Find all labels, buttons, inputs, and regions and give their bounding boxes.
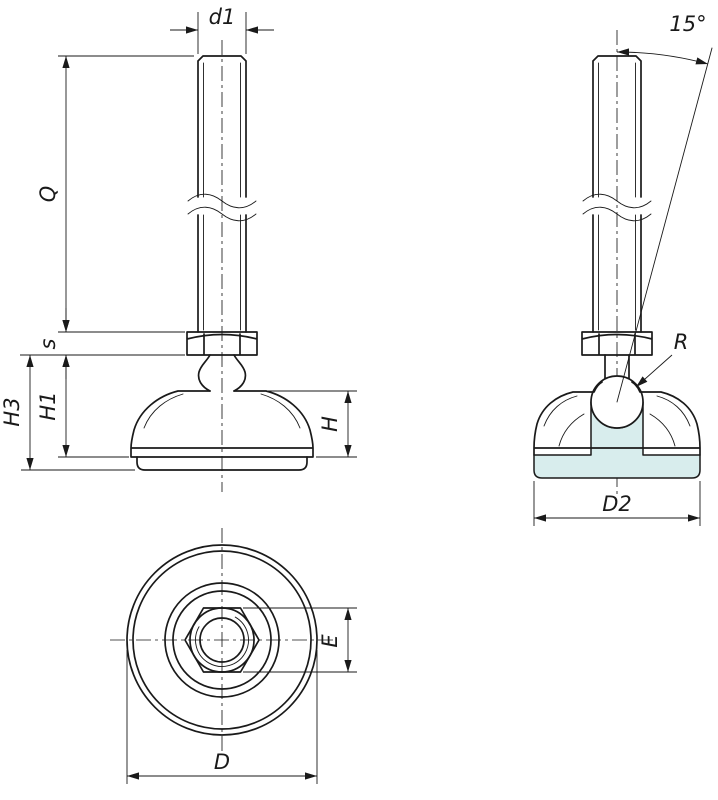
dim-d-extension-lines: [126, 650, 318, 784]
front-view: [130, 40, 314, 492]
front-dimensions: d1 Q s H1 H3 H: [0, 5, 357, 471]
dome-ring-inner: [172, 590, 272, 690]
front-ball-neck: [197, 354, 247, 392]
dim-label-h3: H3: [0, 397, 24, 426]
dim-label-q: Q: [36, 186, 60, 203]
thread-arc: [195, 616, 249, 667]
dim-h-extension-lines: [268, 390, 357, 458]
dome-ring-outer: [164, 582, 280, 698]
dim-label-h1: H1: [36, 391, 60, 420]
front-stud-thread-lines: [203, 62, 241, 331]
dim-label-e: E: [318, 634, 342, 648]
front-base-outline: [130, 390, 314, 458]
section-rib-lines: [543, 395, 691, 447]
dim-label-d1: d1: [209, 5, 236, 29]
dim-label-s: s: [36, 338, 60, 349]
bottom-centerlines: [110, 528, 334, 754]
section-stud-break-lines: [582, 193, 652, 222]
front-hex-collar: [186, 331, 258, 356]
section-hex-collar: [581, 331, 653, 356]
dim-label-d: D: [214, 750, 230, 774]
front-stud-break-lines: [187, 193, 257, 222]
bottom-plan-view: E D: [110, 528, 357, 784]
dim-label-h: H: [318, 416, 342, 432]
dim-e-extension-lines: [243, 607, 357, 673]
front-pad-outline: [136, 456, 308, 471]
dim-label-d2: D2: [602, 492, 632, 516]
section-stud-thread-lines: [598, 62, 636, 331]
hex-chamfer-circle: [189, 607, 255, 673]
tilt-angle-label: 15°: [669, 12, 706, 36]
section-view: 15° R D2: [533, 12, 713, 526]
outer-edge-circle: [132, 550, 312, 730]
section-neck-lines: [604, 354, 630, 382]
front-base-contour-lines: [143, 393, 301, 429]
front-stud-outline: [197, 55, 247, 333]
dim-q-extension-lines: [58, 55, 194, 333]
dim-label-r: R: [674, 330, 689, 354]
angle-arc: [616, 48, 709, 65]
hex-flats-outline: [184, 607, 260, 673]
radius-leader-line: [635, 354, 673, 388]
outer-diameter-circle: [126, 544, 318, 736]
stud-hole-circle: [199, 617, 245, 663]
tilt-line: [616, 47, 713, 403]
